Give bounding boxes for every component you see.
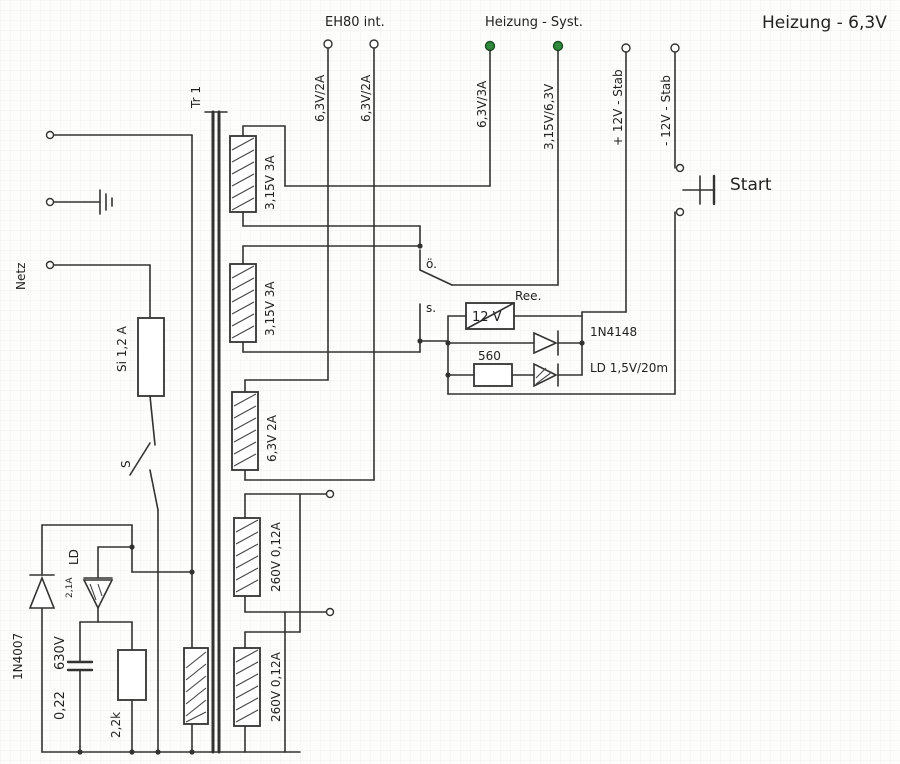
led-ld-label: LD bbox=[67, 549, 81, 565]
mains-terminal-l[interactable] bbox=[45, 130, 55, 140]
relay-contact-open-label: ö. bbox=[426, 257, 437, 271]
page-title: Heizung - 6,3V bbox=[762, 13, 887, 33]
transformer-label: Tr 1 bbox=[189, 86, 203, 109]
relay-contact-closed-label: s. bbox=[426, 301, 436, 315]
group-label-heizung: Heizung - Syst. bbox=[485, 15, 583, 30]
switch-label: S bbox=[119, 460, 133, 468]
terminal-5-label: + 12V - Stab bbox=[611, 69, 625, 146]
mains-terminal-n[interactable] bbox=[45, 260, 55, 270]
relay-coil-label: 12 V bbox=[472, 310, 502, 325]
group-label-eh80: EH80 int. bbox=[325, 15, 385, 30]
lower-left-circuit: 1N4007 LD 2,1A 630V 0,22 2,2k bbox=[11, 524, 195, 755]
terminal-6-label: - 12V - Stab bbox=[659, 75, 673, 146]
terminal-1[interactable] bbox=[323, 39, 333, 49]
control-circuit: 12 V Ree. 1N4148 560 LD 1,5V/20m bbox=[419, 51, 676, 395]
mains-switch[interactable]: S bbox=[119, 442, 159, 753]
earth-terminal[interactable] bbox=[45, 197, 55, 207]
terminal-6[interactable] bbox=[670, 43, 680, 53]
resistor-2k2-label: 2,2k bbox=[109, 712, 123, 738]
winding-4-label: 260V 0,12A bbox=[269, 521, 283, 592]
terminal-2-label: 6,3V/2A bbox=[359, 74, 373, 122]
relay-label: Ree. bbox=[515, 289, 541, 303]
winding-5-label: 260V 0,12A bbox=[269, 651, 283, 722]
primary-winding bbox=[183, 647, 209, 725]
winding-2: 3,15V 3A bbox=[229, 263, 277, 343]
terminal-3[interactable] bbox=[484, 40, 496, 52]
diode-label: 1N4148 bbox=[590, 325, 637, 339]
wiring bbox=[41, 47, 559, 755]
winding-1-label: 3,15V 3A bbox=[263, 155, 277, 210]
fuse-label: Si 1,2 A bbox=[115, 325, 129, 372]
mains-label: Netz bbox=[14, 263, 28, 290]
winding-3: 6,3V 2A bbox=[231, 391, 279, 471]
led-ld-spec: 2,1A bbox=[65, 577, 75, 598]
transformer-core: Tr 1 bbox=[189, 86, 228, 754]
capacitor-voltage-label: 630V bbox=[53, 636, 68, 670]
led-label: LD 1,5V/20m bbox=[590, 361, 668, 375]
start-button-label: Start bbox=[730, 175, 772, 195]
winding-2-label: 3,15V 3A bbox=[263, 281, 277, 336]
winding-4: 260V 0,12A bbox=[233, 517, 283, 597]
rectifier-diode-label: 1N4007 bbox=[11, 633, 25, 680]
winding-3-label: 6,3V 2A bbox=[265, 414, 279, 462]
resistor-560-label: 560 bbox=[478, 349, 501, 363]
fuse: Si 1,2 A bbox=[115, 317, 165, 446]
winding-5: 260V 0,12A bbox=[233, 647, 283, 727]
winding-1: 3,15V 3A bbox=[229, 135, 277, 213]
terminal-5[interactable] bbox=[621, 43, 631, 53]
terminal-3-label: 6,3V/3A bbox=[475, 80, 489, 128]
terminal-1-label: 6,3V/2A bbox=[313, 74, 327, 122]
capacitor-value-label: 0,22 bbox=[53, 691, 68, 720]
terminal-4[interactable] bbox=[552, 40, 564, 52]
terminal-2[interactable] bbox=[369, 39, 379, 49]
start-button[interactable]: Start bbox=[675, 163, 772, 217]
terminal-4-label: 3,15V/6,3V bbox=[542, 83, 556, 150]
